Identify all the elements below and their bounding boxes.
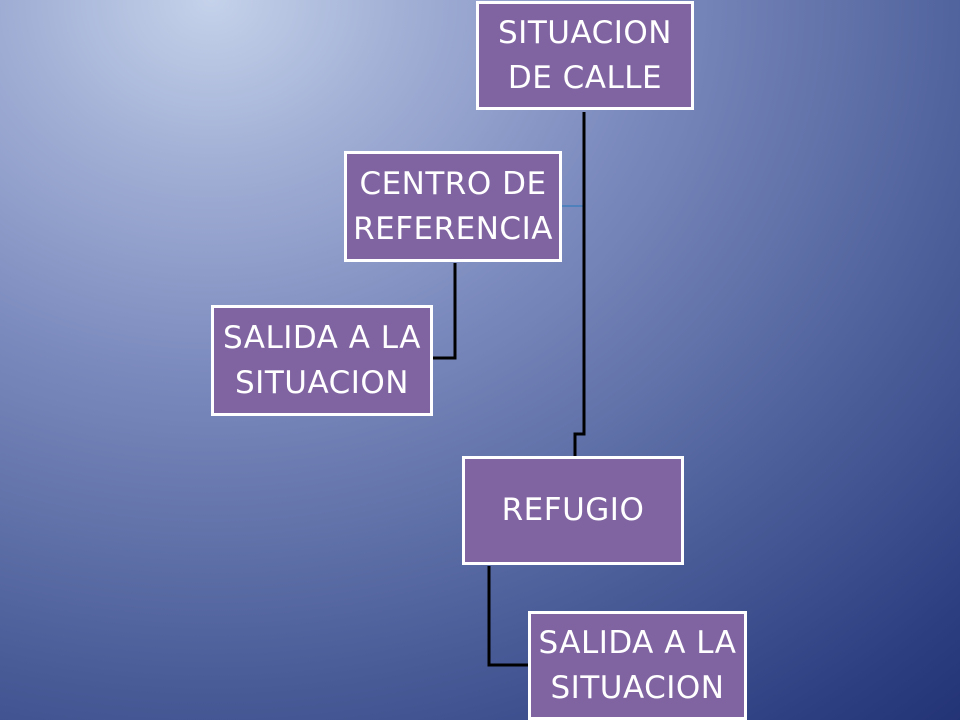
node-salida-a-la-situacion-2: SALIDA A LA SITUACION <box>528 611 747 720</box>
node-label: SALIDA A LA SITUACION <box>222 320 421 401</box>
connector-refugio-to-salida <box>487 566 528 667</box>
node-label: SITUACION DE CALLE <box>498 15 672 96</box>
node-label: SALIDA A LA SITUACION <box>538 625 737 706</box>
node-label: CENTRO DE REFERENCIA <box>353 166 553 247</box>
node-label: REFUGIO <box>501 492 645 529</box>
node-refugio: REFUGIO <box>462 456 684 565</box>
node-situacion-de-calle: SITUACION DE CALLE <box>476 1 694 110</box>
connector-situacion-to-refugio <box>573 112 586 458</box>
connector-centro-to-salida <box>433 263 457 360</box>
node-centro-de-referencia: CENTRO DE REFERENCIA <box>344 151 562 262</box>
node-salida-a-la-situacion-1: SALIDA A LA SITUACION <box>211 305 433 416</box>
